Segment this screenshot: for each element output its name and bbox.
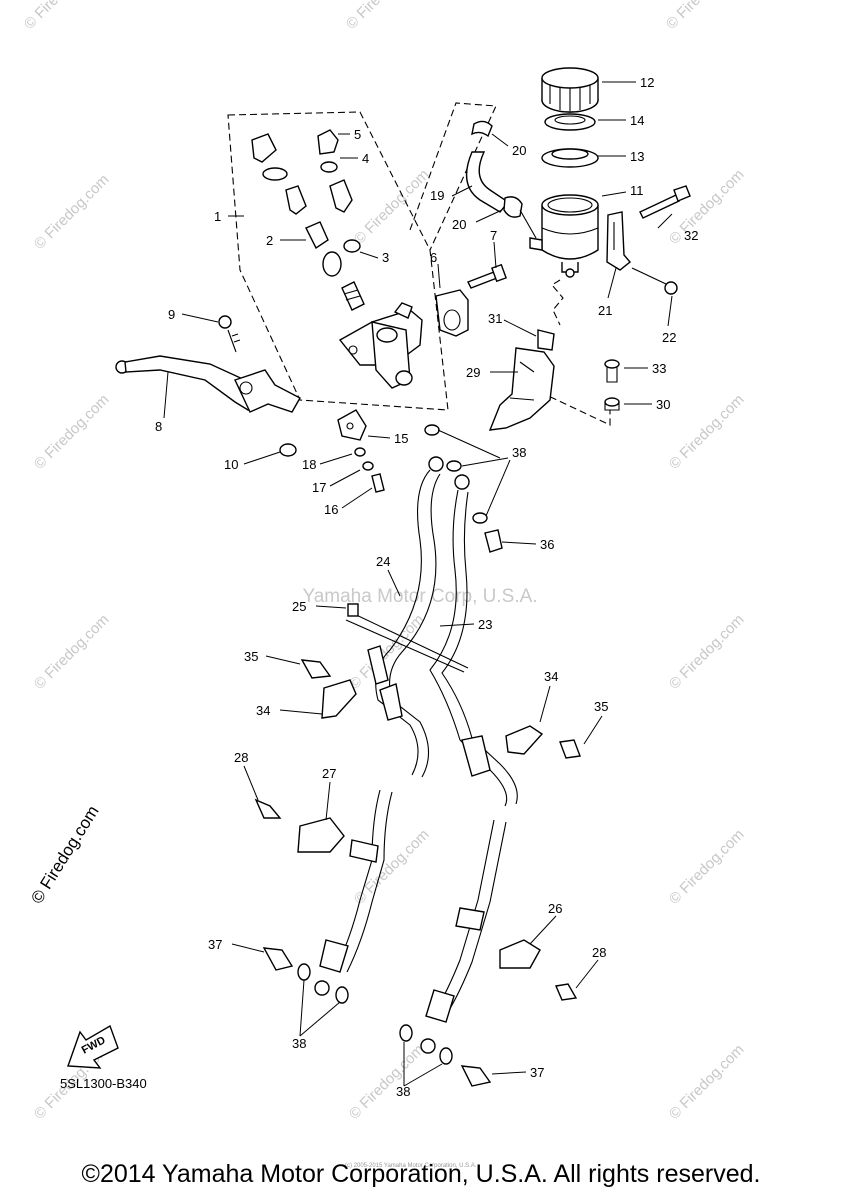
brake-lever: [115, 355, 301, 413]
callout-3: 3: [382, 250, 389, 265]
callout-25: 25: [292, 599, 306, 614]
bolt-7: [467, 263, 507, 289]
callout-28: 28: [592, 945, 606, 960]
callout-5: 5: [354, 127, 361, 142]
brake-switch: [337, 409, 367, 441]
washer-18: [354, 447, 366, 457]
callout-6: 6: [430, 250, 437, 265]
nut-30: [604, 397, 620, 411]
brake-hoses: [262, 424, 518, 1087]
watermark: © Firedog.com: [31, 391, 113, 473]
watermark: © Firedog.com: [31, 171, 113, 253]
callout-20: 20: [452, 217, 466, 232]
pivot-nut: [279, 443, 297, 457]
callout-8: 8: [155, 419, 162, 434]
copyright-footer: ©2014 Yamaha Motor Corporation, U.S.A. A…: [81, 1160, 761, 1188]
callout-18: 18: [302, 457, 316, 472]
callout-23: 23: [478, 617, 492, 632]
spacer-17: [362, 461, 374, 471]
screw-16: [371, 473, 385, 493]
reservoir-bracket: [606, 211, 632, 271]
watermark: © Firedog.com: [31, 611, 113, 693]
watermark: © Firedog.com: [666, 166, 748, 248]
callout-24: 24: [376, 554, 390, 569]
watermark: © Firedog.com: [351, 826, 433, 908]
callout-37: 37: [530, 1065, 544, 1080]
reservoir-cap: [541, 67, 599, 113]
callout-27: 27: [322, 766, 336, 781]
watermark: © Firedog.com: [346, 1041, 428, 1123]
assembly-outlines: [227, 102, 611, 426]
callout-38: 38: [292, 1036, 306, 1051]
handlebar-clamp: [435, 289, 469, 337]
watermark: © Firedog.com: [666, 826, 748, 908]
callout-1: 1: [214, 209, 221, 224]
watermark: © Firedog.com: [666, 611, 748, 693]
watermark: © Firedog.com: [343, 0, 425, 33]
diaphragm-plate: [544, 113, 596, 131]
callout-10: 10: [224, 457, 238, 472]
callout-38: 38: [396, 1084, 410, 1099]
callout-7: 7: [490, 228, 497, 243]
brackets: [254, 659, 581, 1001]
callouts: 12 14 13 11 20 19 20 7 5 4 1 2 3 6 9 8 1…: [155, 75, 698, 1099]
callout-13: 13: [630, 149, 644, 164]
callout-34: 34: [256, 703, 270, 718]
watermark: © Firedog.com: [663, 0, 745, 33]
diagram-code: 5SL1300-B340: [60, 1076, 147, 1091]
watermark-large: © Firedog.com: [27, 802, 102, 907]
callout-21: 21: [598, 303, 612, 318]
callout-2: 2: [266, 233, 273, 248]
reservoir-holder: [488, 347, 555, 431]
callout-31: 31: [488, 311, 502, 326]
callout-4: 4: [362, 151, 369, 166]
callout-16: 16: [324, 502, 338, 517]
callout-36: 36: [540, 537, 554, 552]
diaphragm: [541, 148, 599, 168]
callout-12: 12: [640, 75, 654, 90]
callout-26: 26: [548, 901, 562, 916]
callout-34: 34: [544, 669, 558, 684]
callout-20: 20: [512, 143, 526, 158]
screw-22: [631, 267, 678, 295]
callout-9: 9: [168, 307, 175, 322]
small-copyright-note: (c) 2005-2015 Yamaha Motor Corporation, …: [345, 1163, 477, 1169]
fwd-arrow-icon: FWD: [67, 1024, 119, 1069]
screw-33: [604, 359, 620, 383]
pivot-bolt: [218, 315, 241, 353]
clip-31: [537, 329, 555, 351]
watermark: © Firedog.com: [351, 166, 433, 248]
callout-28: 28: [234, 750, 248, 765]
callout-11: 11: [630, 183, 644, 198]
bolt-32: [639, 185, 691, 219]
callout-22: 22: [662, 330, 676, 345]
callout-19: 19: [430, 188, 444, 203]
reservoir-hose: [465, 120, 537, 239]
leader-lines: [163, 81, 673, 1087]
callout-37: 37: [208, 937, 222, 952]
callout-38: 38: [512, 445, 526, 460]
callout-35: 35: [244, 649, 258, 664]
callout-15: 15: [394, 431, 408, 446]
callout-17: 17: [312, 480, 326, 495]
callout-33: 33: [652, 361, 666, 376]
watermark: © Firedog.com: [21, 0, 103, 33]
callout-35: 35: [594, 699, 608, 714]
reservoir-body: [529, 194, 599, 278]
watermark: © Firedog.com: [666, 391, 748, 473]
callout-14: 14: [630, 113, 644, 128]
callout-29: 29: [466, 365, 480, 380]
watermark-center: Yamaha Motor Corp, U.S.A.: [302, 586, 537, 607]
watermark: © Firedog.com: [666, 1041, 748, 1123]
callout-30: 30: [656, 397, 670, 412]
callout-32: 32: [684, 228, 698, 243]
master-cylinder-group: [115, 67, 691, 493]
piston-kit: [251, 129, 365, 311]
master-cylinder-body: [338, 302, 423, 389]
